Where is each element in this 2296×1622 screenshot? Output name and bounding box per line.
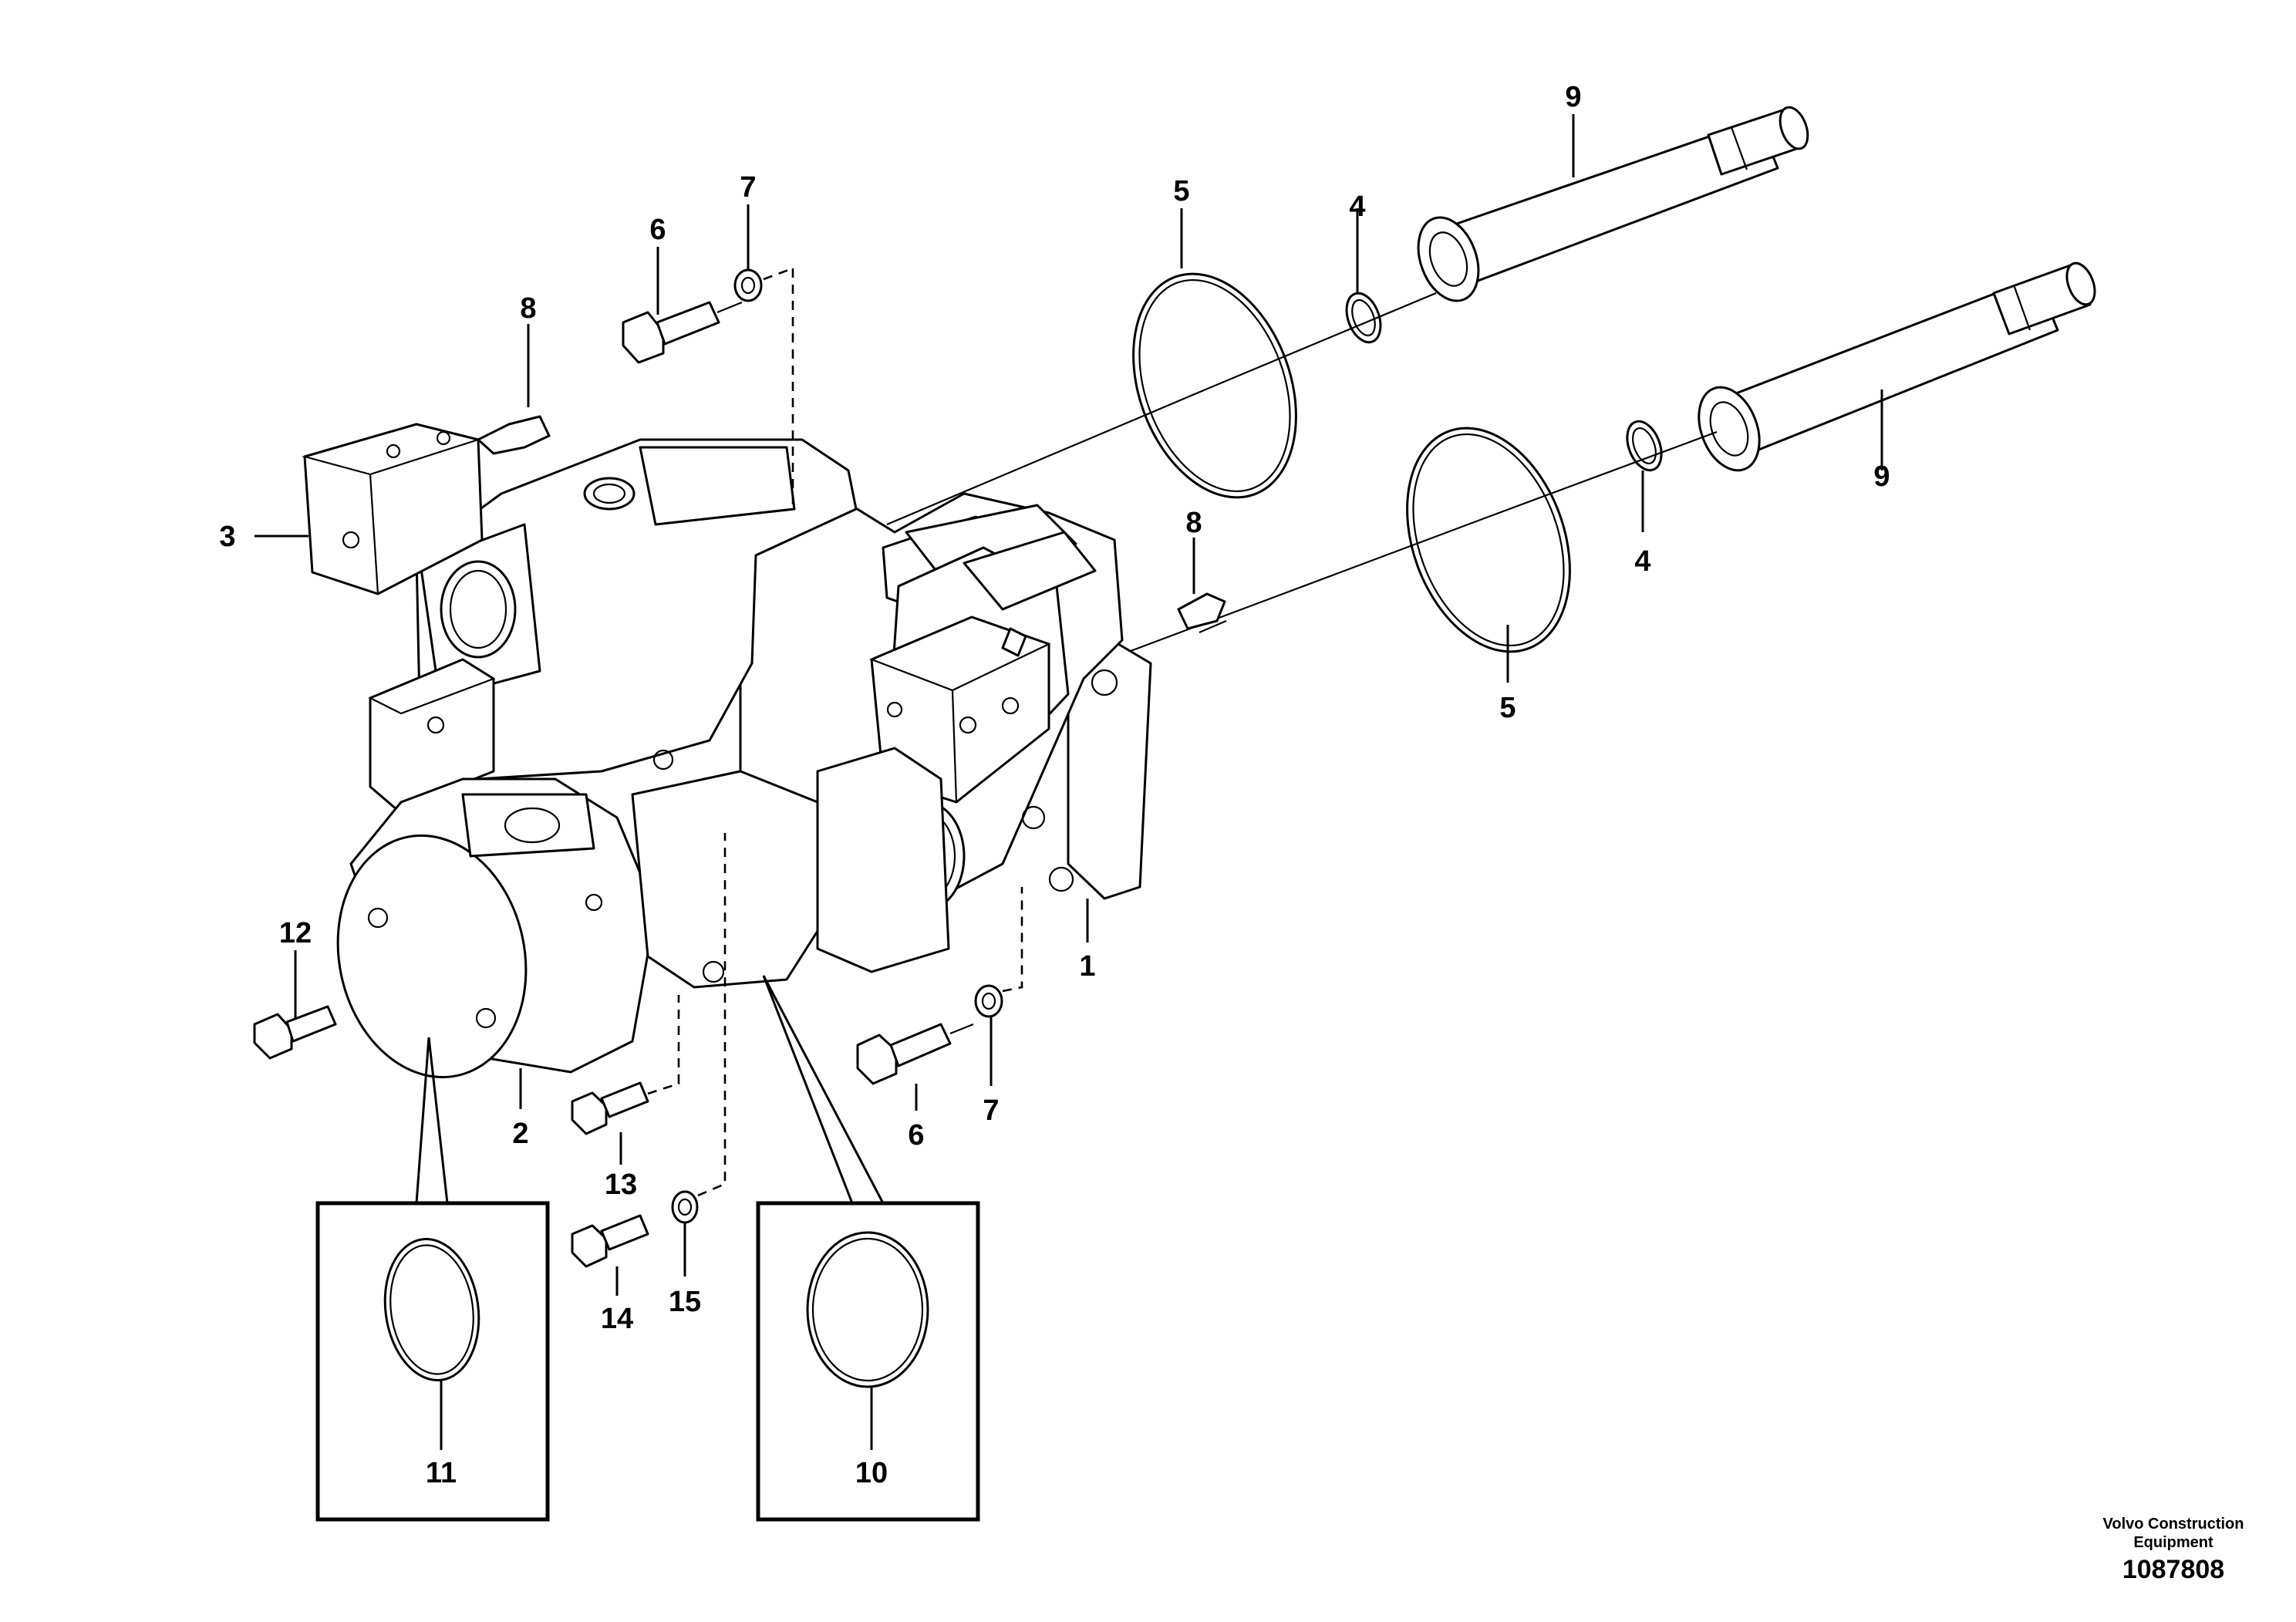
bolt-13 (571, 1081, 649, 1135)
callout-9-lower: 9 (1873, 460, 1890, 493)
callout-14: 14 (601, 1303, 633, 1335)
callout-7-upper: 7 (740, 171, 756, 204)
shaft-upper (1417, 106, 1809, 302)
detail-box-11 (315, 1037, 550, 1522)
callout-1: 1 (1079, 950, 1095, 983)
callout-labels: 9 9 5 5 4 4 6 6 7 7 8 8 3 1 2 12 13 14 1… (219, 81, 1890, 1489)
callout-12: 12 (279, 917, 312, 949)
shaft-lower (1698, 261, 2096, 472)
bolt-6-upper (622, 301, 743, 364)
drawing-number: 1087808 (2122, 1555, 2224, 1584)
leader-lines (255, 114, 1883, 1296)
snap-ring-lower (1626, 420, 1663, 472)
callout-5-upper: 5 (1173, 175, 1189, 207)
pump-assembly (301, 415, 1226, 1079)
callout-4-upper: 4 (1349, 191, 1365, 223)
callout-7-lower: 7 (983, 1094, 999, 1127)
callout-9-upper: 9 (1565, 81, 1581, 113)
callout-6-upper: 6 (649, 214, 666, 246)
washer-7-upper (733, 268, 763, 302)
o-ring-lower (1406, 427, 1571, 653)
callout-11: 11 (426, 1457, 457, 1489)
detail-box-10 (756, 975, 980, 1522)
washer-7-lower (974, 984, 1003, 1018)
callout-2: 2 (512, 1118, 528, 1150)
callout-3: 3 (219, 521, 235, 553)
bolt-14 (571, 1214, 649, 1268)
callout-6-lower: 6 (908, 1119, 924, 1152)
dashed-assembly-paths (647, 267, 1023, 1197)
callout-10: 10 (855, 1457, 888, 1489)
brand-line-2: Equipment (2133, 1534, 2213, 1551)
o-ring-upper (1132, 272, 1297, 499)
callout-15: 15 (669, 1286, 701, 1318)
footer-brand: Volvo Construction Equipment 1087808 (2103, 1516, 2244, 1584)
brand-line-1: Volvo Construction (2103, 1516, 2244, 1533)
washer-15 (671, 1190, 699, 1224)
callout-8-lower: 8 (1185, 507, 1202, 539)
callout-8-upper: 8 (520, 292, 536, 325)
callout-4-lower: 4 (1634, 545, 1650, 578)
bolt-6-lower (856, 1023, 974, 1085)
snap-ring-upper (1345, 292, 1382, 344)
callout-5-lower: 5 (1499, 692, 1515, 724)
bolt-12 (253, 1005, 337, 1060)
callout-13: 13 (605, 1168, 637, 1201)
